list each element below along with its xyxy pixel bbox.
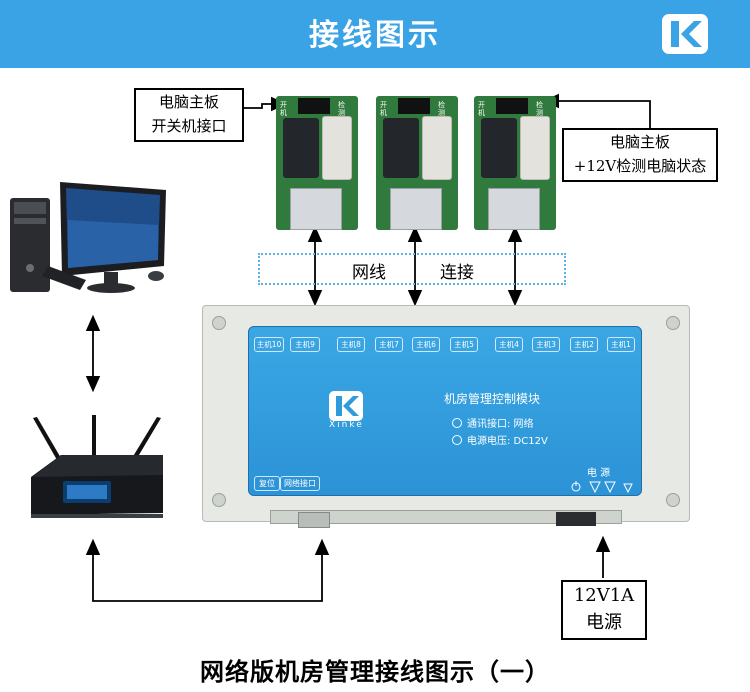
terminal-block bbox=[520, 116, 550, 180]
mounting-screw-icon bbox=[212, 316, 226, 330]
silk-text: 检 bbox=[338, 100, 345, 109]
panel-k-logo-icon bbox=[329, 391, 363, 421]
callout-right-line2: +12V检测电脑状态 bbox=[573, 157, 707, 175]
host-label-7: 主机7 bbox=[375, 337, 403, 352]
host-label-9: 主机9 bbox=[290, 337, 320, 352]
router-icon bbox=[31, 415, 163, 518]
power-supply-callout: 12V1A 电源 bbox=[561, 580, 647, 640]
diagram-caption: 网络版机房管理接线图示（一） bbox=[200, 657, 550, 686]
mounting-screw-icon bbox=[666, 493, 680, 507]
bullet-icon bbox=[452, 435, 462, 445]
right-callout-connector bbox=[542, 93, 651, 130]
silk-text: 检 bbox=[438, 100, 445, 109]
host-label-5: 主机5 bbox=[450, 337, 478, 352]
board-silkscreen: 开 机 检 测 bbox=[380, 100, 445, 117]
mounting-screw-icon bbox=[666, 316, 680, 330]
controller-dc-jack bbox=[556, 512, 596, 526]
board-silkscreen: 开 机 检 测 bbox=[280, 100, 345, 117]
host-label-2: 主机2 bbox=[570, 337, 598, 352]
relay-board-2: 开 机 检 测 bbox=[376, 96, 458, 230]
power-indicator-icons bbox=[571, 481, 633, 494]
silk-text: 开 bbox=[478, 101, 485, 109]
bullet-icon bbox=[452, 418, 462, 428]
pin-header bbox=[298, 98, 330, 114]
motherboard-12v-callout: 电脑主板 +12V检测电脑状态 bbox=[562, 128, 718, 182]
terminal-block bbox=[322, 116, 352, 180]
callout-power-line2: 电源 bbox=[586, 612, 622, 633]
desktop-pc-icon bbox=[10, 182, 166, 293]
relay-component bbox=[383, 118, 419, 178]
panel-comm-text: 通讯接口: 网络 bbox=[467, 419, 534, 430]
network-cable-group bbox=[258, 253, 566, 285]
controller-rj45-port bbox=[298, 512, 330, 528]
mounting-screw-icon bbox=[212, 493, 226, 507]
host-label-8: 主机8 bbox=[337, 337, 365, 352]
silk-text: 开 bbox=[280, 101, 287, 109]
rj45-port bbox=[290, 188, 342, 230]
silk-text: 机 bbox=[478, 108, 485, 117]
callout-power-line1: 12V1A bbox=[573, 585, 635, 606]
reset-button-label: 复位 bbox=[254, 476, 280, 491]
panel-brand: Xinke bbox=[329, 420, 364, 430]
pin-header bbox=[496, 98, 528, 114]
pin-header bbox=[398, 98, 430, 114]
rj45-port bbox=[488, 188, 540, 230]
router-controller-link bbox=[85, 538, 330, 602]
controller-front-panel bbox=[248, 326, 642, 496]
silk-text: 测 bbox=[438, 109, 445, 117]
terminal-block bbox=[422, 116, 452, 180]
host-label-4: 主机4 bbox=[495, 337, 523, 352]
panel-power-label: 电 源 bbox=[587, 468, 611, 479]
relay-board-3: 开 机 检 测 bbox=[474, 96, 556, 230]
callout-left-line2: 开关机接口 bbox=[151, 117, 227, 135]
controller-bottom-strip bbox=[270, 510, 622, 524]
network-label-right: 连接 bbox=[440, 263, 474, 283]
host-label-10: 主机10 bbox=[254, 337, 284, 352]
motherboard-switch-callout: 电脑主板 开关机接口 bbox=[134, 88, 244, 142]
panel-line-voltage: 电源电压: DC12V bbox=[452, 432, 548, 447]
page-title: 接线图示 bbox=[309, 18, 441, 53]
header-banner: 接线图示 bbox=[0, 0, 750, 68]
silk-text: 开 bbox=[380, 101, 387, 109]
network-port-label: 网络接口 bbox=[280, 476, 320, 491]
silk-text: 测 bbox=[536, 109, 543, 117]
silk-text: 机 bbox=[380, 108, 387, 117]
silk-text: 检 bbox=[536, 100, 543, 109]
xinke-k-logo-icon bbox=[662, 14, 708, 54]
callout-right-line1: 电脑主板 bbox=[609, 133, 670, 151]
relay-component bbox=[283, 118, 319, 178]
host-label-6: 主机6 bbox=[412, 337, 440, 352]
panel-line-comm: 通讯接口: 网络 bbox=[452, 415, 534, 430]
network-label-left: 网线 bbox=[352, 263, 386, 283]
silk-text: 机 bbox=[280, 108, 287, 117]
rj45-port bbox=[390, 188, 442, 230]
callout-left-line1: 电脑主板 bbox=[158, 93, 219, 111]
host-label-3: 主机3 bbox=[532, 337, 560, 352]
relay-component bbox=[481, 118, 517, 178]
silk-text: 测 bbox=[338, 109, 345, 117]
panel-title: 机房管理控制模块 bbox=[444, 392, 541, 406]
left-callout-connector bbox=[242, 96, 288, 112]
board-silkscreen: 开 机 检 测 bbox=[478, 100, 543, 117]
relay-board-1: 开 机 检 测 bbox=[276, 96, 358, 230]
host-label-1: 主机1 bbox=[607, 337, 635, 352]
panel-voltage-text: 电源电压: DC12V bbox=[467, 436, 548, 447]
